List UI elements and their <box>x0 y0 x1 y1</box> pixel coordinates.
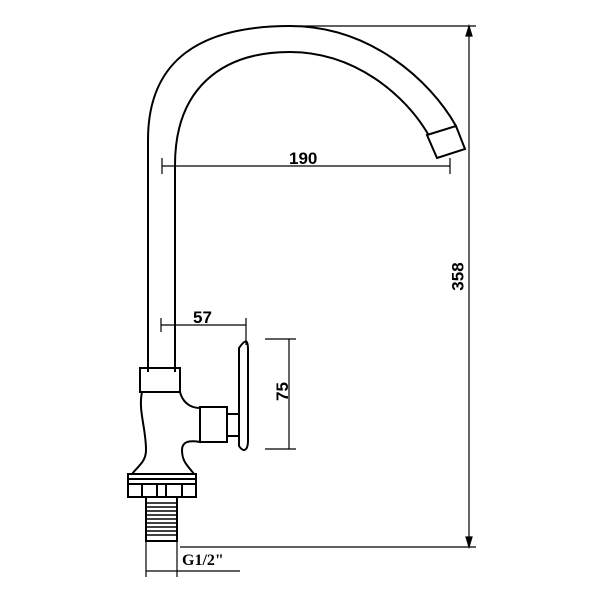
hex-nut <box>127 483 197 498</box>
stem-shaft <box>226 413 240 437</box>
handle-offset-label: 57 <box>193 308 212 327</box>
total-height-label: 358 <box>448 262 468 291</box>
spout-inner-line <box>174 50 429 372</box>
stem-nut <box>199 406 228 443</box>
handle-disc <box>238 340 249 451</box>
thread-size-label: G1/2" <box>182 552 224 569</box>
spout-aerator <box>425 124 467 160</box>
thread-lines <box>146 502 177 536</box>
spout-reach-label: 190 <box>289 149 318 168</box>
valve-body <box>129 391 201 475</box>
spout-outer-line <box>147 24 457 372</box>
handle-height-label: 75 <box>272 382 292 401</box>
